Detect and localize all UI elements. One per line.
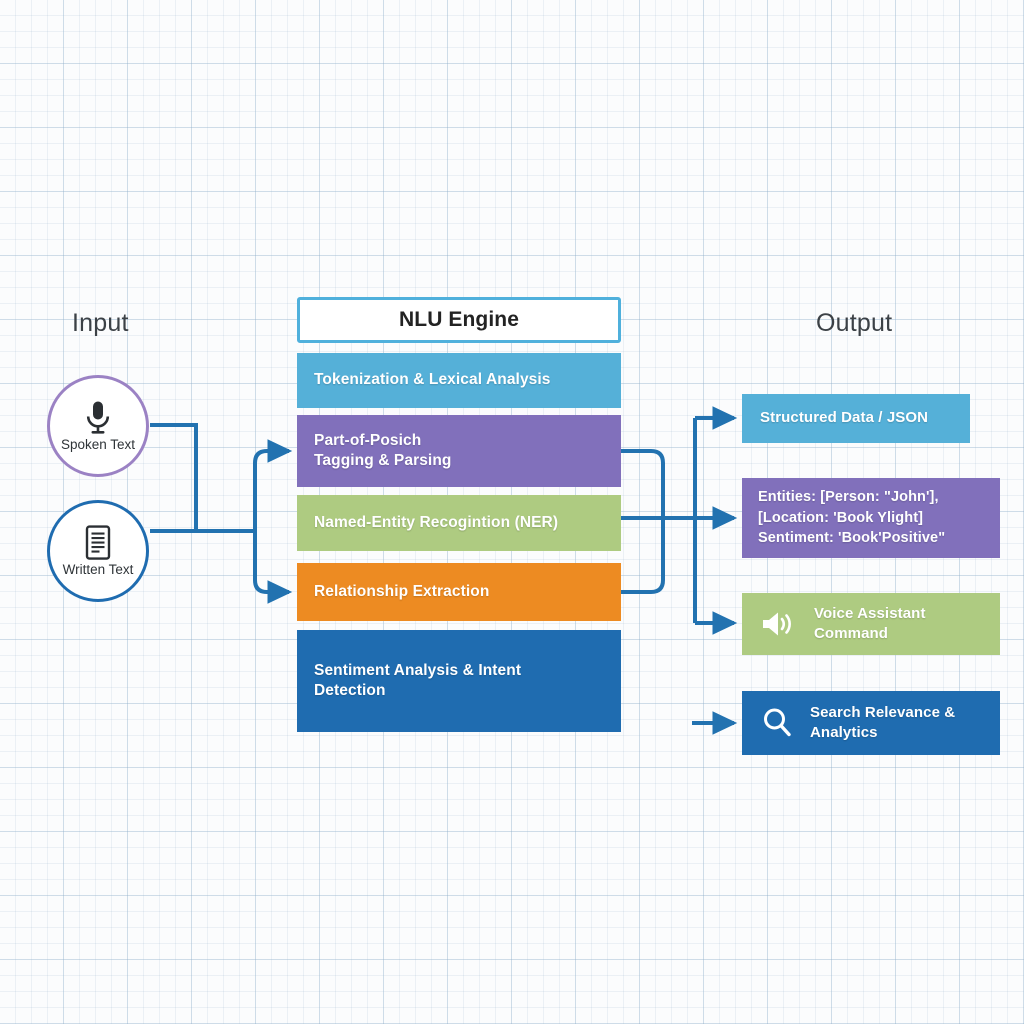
output-label: Search Relevance & Analytics [810, 703, 956, 741]
input-column-heading: Input [72, 309, 129, 337]
document-icon [83, 525, 113, 561]
output-node-structured-data[interactable]: Structured Data / JSON [742, 394, 970, 443]
engine-stage-label: Named-Entity Recogintion (NER) [314, 513, 559, 531]
output-label: Structured Data / JSON [760, 409, 929, 427]
wire-engine-right-collector [621, 449, 665, 594]
nlu-engine-header: NLU Engine [297, 297, 621, 343]
engine-stage-tokenization[interactable]: Tokenization & Lexical Analysis [297, 353, 621, 408]
wire-bus-to-pos [253, 439, 293, 531]
engine-stage-relationship-extraction[interactable]: Relationship Extraction [297, 563, 621, 621]
engine-stage-named-entity-recognition[interactable]: Named-Entity Recogintion (NER) [297, 495, 621, 551]
output-label: Entities: [Person: "John'], [Location: '… [758, 489, 946, 547]
engine-stage-label: Part-of-Posich Tagging & Parsing [314, 431, 452, 469]
output-node-search-relevance[interactable]: Search Relevance & Analytics [742, 691, 1000, 755]
input-label-written-text: Written Text [62, 562, 134, 577]
input-label-spoken-text: Spoken Text [60, 437, 136, 452]
engine-stage-label: Sentiment Analysis & Intent Detection [314, 661, 522, 699]
output-node-voice-assistant[interactable]: Voice Assistant Command [742, 593, 1000, 655]
wire-bus-to-relation [253, 531, 293, 604]
output-node-entities[interactable]: Entities: [Person: "John'], [Location: '… [742, 478, 1000, 558]
input-node-spoken-text[interactable]: Spoken Text [47, 375, 149, 477]
output-column-heading: Output [816, 309, 893, 337]
speaker-icon [760, 609, 798, 639]
engine-stage-label: Tokenization & Lexical Analysis [314, 371, 551, 389]
engine-stage-sentiment-intent[interactable]: Sentiment Analysis & Intent Detection [297, 630, 621, 732]
input-node-written-text[interactable]: Written Text [47, 500, 149, 602]
microphone-icon [85, 400, 111, 436]
output-label: Voice Assistant Command [814, 604, 926, 642]
engine-stage-label: Relationship Extraction [314, 582, 490, 600]
search-icon [760, 706, 794, 740]
engine-stage-part-of-speech[interactable]: Part-of-Posich Tagging & Parsing [297, 415, 621, 487]
wire-spoken-to-bus [150, 423, 198, 531]
nlu-engine-title: NLU Engine [399, 308, 519, 332]
